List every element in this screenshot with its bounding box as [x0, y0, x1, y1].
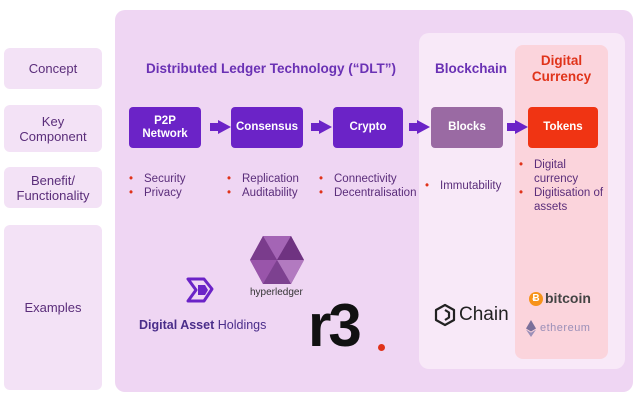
benefit-item: Immutability	[425, 179, 501, 193]
r3-logo: r3	[308, 292, 362, 359]
digital-currency-heading: Digital Currency	[531, 53, 592, 84]
arrow-right-icon	[409, 120, 430, 134]
benefit-list-p2p: Security Privacy	[129, 172, 186, 200]
digital-asset-holdings-logo: Digital Asset Holdings	[139, 318, 267, 332]
digital-asset-logo-icon	[186, 277, 214, 303]
benefit-list-consensus: Replication Auditability	[227, 172, 299, 200]
arrow-right-icon	[311, 120, 332, 134]
benefit-list-blocks: Immutability	[425, 179, 501, 193]
bitcoin-wordmark: bitcoin	[545, 290, 591, 306]
row-label-key-component: Key Component	[4, 105, 102, 152]
dlt-heading: Distributed Ledger Technology (“DLT”)	[146, 61, 396, 76]
ethereum-wordmark: ethereum	[540, 322, 591, 334]
arrow-right-icon	[507, 120, 528, 134]
blockchain-heading: Blockchain	[435, 61, 508, 76]
ethereum-icon	[526, 320, 536, 337]
hyperledger-wordmark: hyperledger	[250, 287, 303, 298]
benefit-item: Connectivity	[319, 172, 416, 186]
bitcoin-icon: Ƀ	[529, 292, 543, 306]
row-label-concept: Concept	[4, 48, 102, 89]
benefit-list-crypto: Connectivity Decentralisation	[319, 172, 416, 200]
row-label-examples: Examples	[4, 225, 102, 390]
benefit-item: Auditability	[227, 186, 299, 200]
benefit-item: Replication	[227, 172, 299, 186]
chain-logo-icon	[434, 303, 456, 327]
benefit-item: Digitisation of assets	[519, 186, 607, 214]
row-label-benefit: Benefit/ Functionality	[4, 167, 102, 208]
r3-dot-icon	[378, 344, 385, 351]
benefit-item: Privacy	[129, 186, 186, 200]
component-blocks: Blocks	[431, 107, 503, 148]
component-p2p-network: P2P Network	[129, 107, 201, 148]
benefit-item: Security	[129, 172, 186, 186]
component-tokens: Tokens	[528, 107, 598, 148]
hyperledger-logo-icon	[250, 236, 304, 284]
chain-wordmark: Chain	[459, 304, 509, 325]
benefit-item: Decentralisation	[319, 186, 416, 200]
component-crypto: Crypto	[333, 107, 403, 148]
benefit-item: Digital currency	[519, 158, 607, 186]
arrow-right-icon	[210, 120, 231, 134]
component-consensus: Consensus	[231, 107, 303, 148]
benefit-list-tokens: Digital currency Digitisation of assets	[519, 158, 607, 214]
